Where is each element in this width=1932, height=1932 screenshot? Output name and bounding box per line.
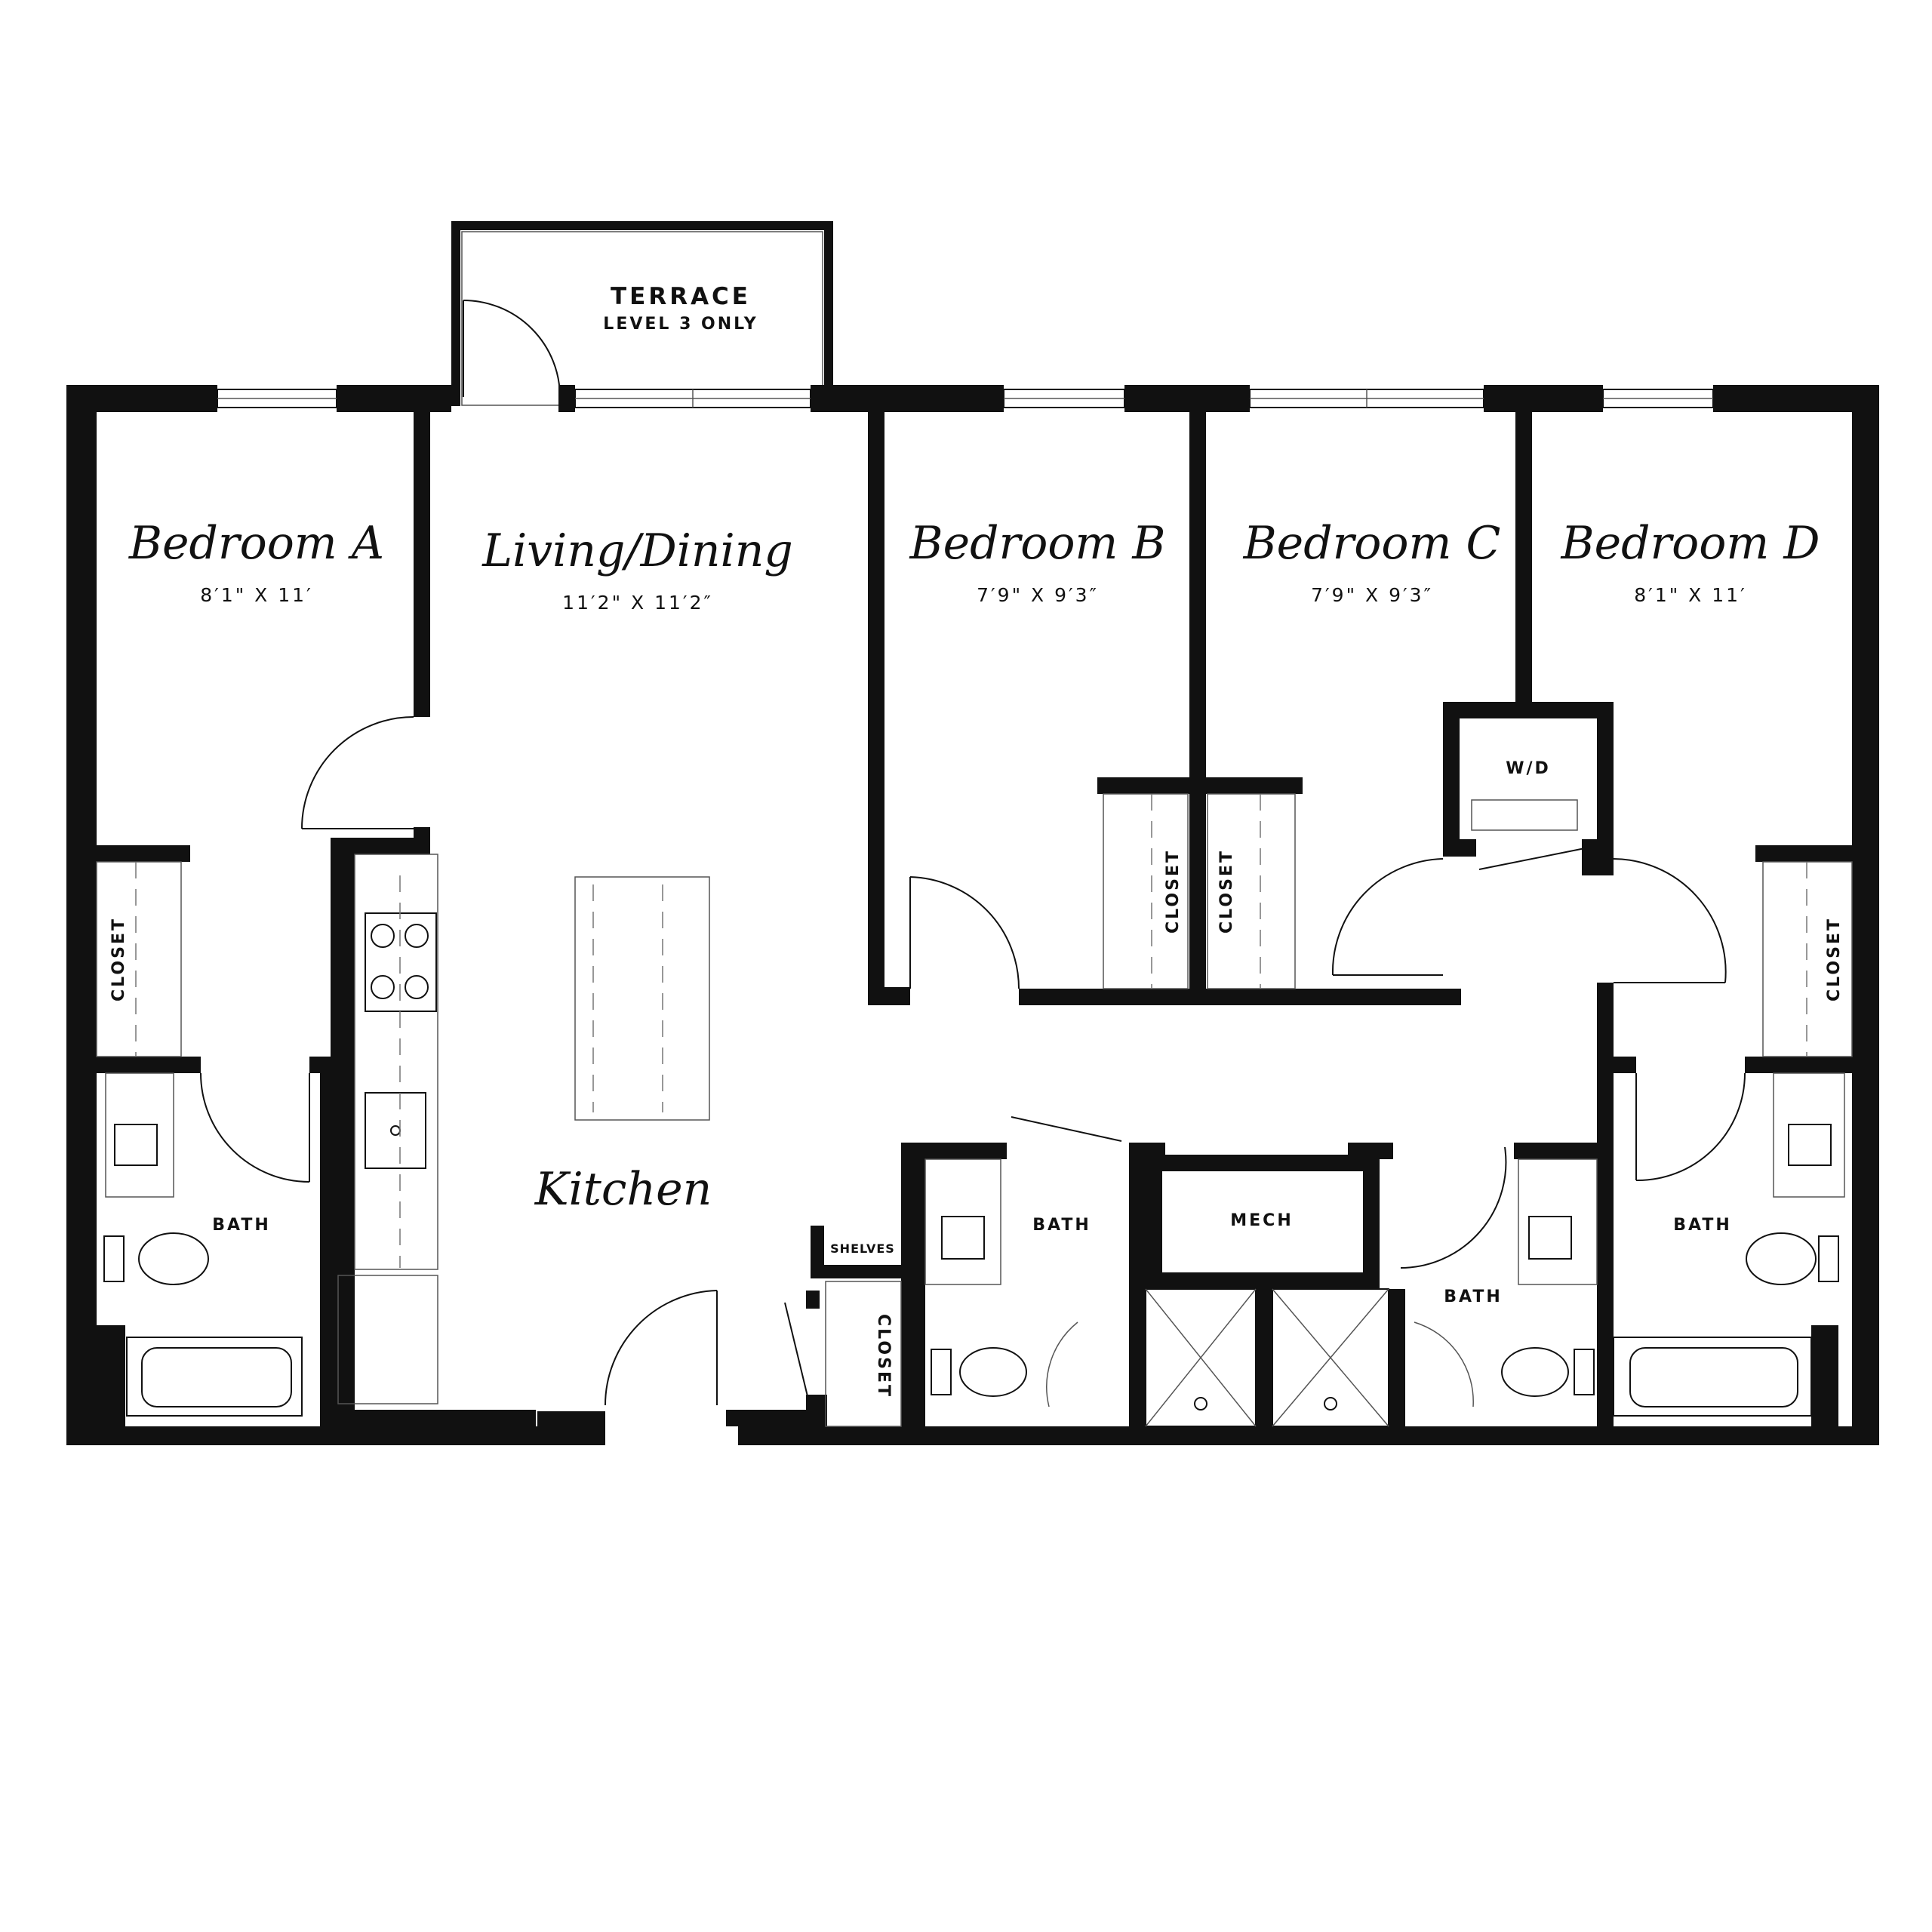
- bedroom-c-dims: 7′9" X 9′3″: [1311, 584, 1433, 606]
- closet-label-b: CLOSET: [1164, 849, 1183, 934]
- bedroom-a-name: Bedroom A: [128, 517, 384, 570]
- washer-dryer-label: W/D: [1506, 759, 1551, 778]
- kitchen-island: [574, 876, 710, 1121]
- bedroom-d-dims: 8′1" X 11′: [1634, 584, 1747, 606]
- living-dining-dims: 11′2" X 11′2″: [562, 592, 713, 614]
- kitchen-name: Kitchen: [534, 1163, 712, 1216]
- bedroom-b-dims: 7′9" X 9′3″: [977, 584, 1099, 606]
- bedroom-b-name: Bedroom B: [909, 517, 1166, 570]
- bedroom-c-name: Bedroom C: [1243, 517, 1501, 570]
- interior-walls: [97, 412, 1852, 1426]
- exterior-walls: [66, 385, 1879, 1445]
- closet-label-d: CLOSET: [1825, 917, 1844, 1001]
- terrace-subtitle: LEVEL 3 ONLY: [603, 315, 758, 334]
- refrigerator: [337, 1275, 438, 1404]
- bath-label-d: BATH: [1673, 1216, 1732, 1235]
- bedroom-a-dims: 8′1" X 11′: [200, 584, 313, 606]
- bath-fixtures: [103, 799, 1845, 1427]
- closet-label-hall: CLOSET: [874, 1314, 893, 1398]
- closet-hatches: [96, 793, 1853, 1427]
- cooktop: [365, 912, 437, 1012]
- bedroom-d-name: Bedroom D: [1560, 517, 1820, 570]
- bath-label-c: BATH: [1444, 1287, 1503, 1306]
- shelves-label: SHELVES: [830, 1241, 895, 1256]
- bath-label-a: BATH: [212, 1216, 271, 1235]
- terrace: TERRACE LEVEL 3 ONLY: [451, 221, 833, 406]
- terrace-door-swing: [463, 300, 561, 398]
- kitchen-sink: [365, 1092, 426, 1169]
- bath-label-b: BATH: [1032, 1216, 1091, 1235]
- windows: [217, 389, 1714, 408]
- kitchen-fixtures: [337, 854, 710, 1404]
- space-labels: CLOSET CLOSET CLOSET CLOSET CLOSET BATH …: [109, 759, 1844, 1398]
- closet-label-c: CLOSET: [1217, 849, 1236, 934]
- living-dining-name: Living/Dining: [481, 525, 793, 577]
- closet-label-a: CLOSET: [109, 917, 128, 1001]
- door-swings: [200, 716, 1746, 1407]
- terrace-title: TERRACE: [611, 283, 751, 310]
- room-labels: Bedroom A 8′1" X 11′ Living/Dining 11′2"…: [128, 517, 1820, 1216]
- mech-label: MECH: [1230, 1211, 1293, 1230]
